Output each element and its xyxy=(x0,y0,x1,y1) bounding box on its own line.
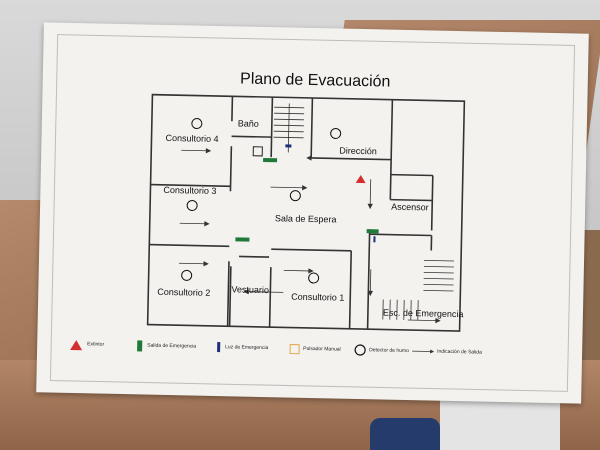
legend-pulsator-label: Pulsador Manual xyxy=(303,345,341,353)
emergency-light-marker xyxy=(285,144,292,148)
evacuation-plan-sheet: Plano de Evacuación Baño Consultorio 4 D… xyxy=(36,22,589,404)
room-vestuario: Vestuario xyxy=(231,284,270,296)
legend-detector-icon xyxy=(354,344,366,356)
extinguisher-marker xyxy=(355,175,366,184)
room-consultorio-2: Consultorio 2 xyxy=(157,286,211,298)
blue-object xyxy=(370,418,440,450)
stairs-top xyxy=(273,103,305,153)
smoke-detectors xyxy=(181,118,342,284)
legend-exit-label: Salida de Emergencia xyxy=(147,342,197,350)
legend-arrow-label: Indicación de Salida xyxy=(437,348,482,356)
white-surface xyxy=(440,400,560,450)
legend-light-label: Luz de Emergencia xyxy=(225,344,269,352)
walls xyxy=(146,93,466,332)
room-sala-de-espera: Sala de Espera xyxy=(274,213,337,225)
emergency-exit-markers xyxy=(235,157,379,242)
room-bano: Baño xyxy=(237,118,259,129)
exit-arrows xyxy=(178,148,441,324)
legend-extinguisher-label: Extintor xyxy=(87,341,105,348)
legend-detector-label: Detector de humo xyxy=(369,347,409,355)
stairs-emergency xyxy=(382,259,455,321)
room-ascensor: Ascensor xyxy=(391,201,429,213)
room-esc-emergencia: Esc. de Emergencia xyxy=(382,307,464,320)
room-direccion: Dirección xyxy=(339,145,377,157)
room-consultorio-3: Consultorio 3 xyxy=(163,184,217,196)
emergency-light-marker-2 xyxy=(373,236,376,243)
floor-plan-drawing xyxy=(49,34,576,392)
legend-extinguisher-icon xyxy=(70,340,83,351)
legend-arrow-head-icon xyxy=(430,349,435,354)
room-consultorio-1: Consultorio 1 xyxy=(291,291,345,303)
legend-pulsator-icon xyxy=(289,344,300,355)
manual-pulsator-marker xyxy=(252,146,263,157)
room-consultorio-4: Consultorio 4 xyxy=(165,132,219,145)
sheet-border xyxy=(49,34,576,392)
legend-exit-icon xyxy=(137,340,143,352)
legend-light-icon xyxy=(217,342,221,353)
